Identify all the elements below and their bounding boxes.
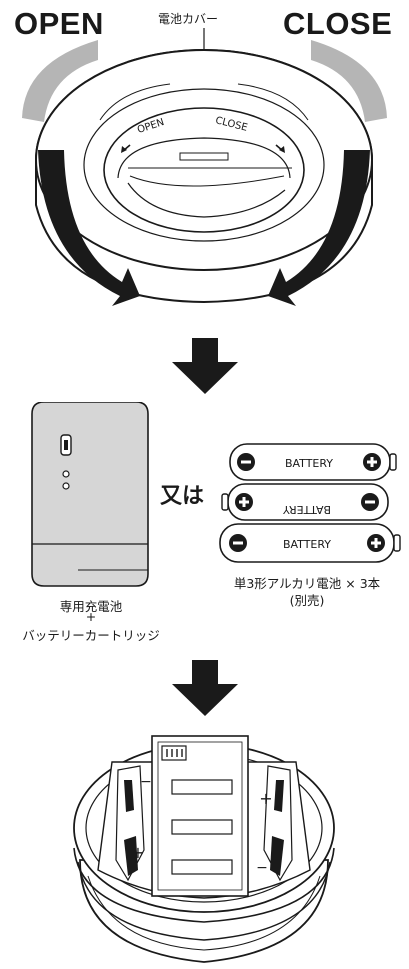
led-indicator-icon [62,470,70,478]
battery-label: BATTERY [285,457,333,470]
alkaline-label: 単3形アルカリ電池 × 3本 [233,576,381,591]
battery-cover-label: 電池カバー [158,12,219,26]
gray-rotation-band-left [22,40,98,122]
sold-separately-label: (別売) [289,593,325,608]
lid-close-arrow-icon [275,144,285,153]
battery-1: BATTERY [229,443,397,481]
arrow-down-icon [172,660,238,716]
lid-open-arrow-icon [121,144,131,153]
aa-batteries: BATTERY BATTERY BATTERY [219,443,401,563]
rotate-left-arrow-icon [38,150,140,306]
minus-mark: − [256,860,268,876]
device-top-illustration [22,28,387,306]
battery-label-reversed: BATTERY [283,503,331,516]
device-open-illustration: + + − − [73,735,335,963]
gray-rotation-band-right [311,40,387,122]
battery-cartridge [31,402,149,587]
rechargeable-label: 専用充電池 [59,599,123,614]
minus-mark: − [140,774,152,790]
plus-mark: + [131,843,144,862]
arrow-down-icon [172,338,238,394]
battery-label: BATTERY [283,538,331,551]
plus-mark: + [259,789,272,808]
plus-label: + [85,609,97,624]
rotate-right-arrow-icon [268,150,370,306]
led-indicator-icon [62,482,70,490]
or-label: 又は [160,484,205,509]
cartridge-label: バッテリーカートリッジ [22,628,160,643]
battery-2: BATTERY [221,483,389,521]
battery-3: BATTERY [219,523,401,563]
open-heading: OPEN [14,6,104,41]
connector-icon [161,745,187,761]
close-heading: CLOSE [283,6,393,41]
